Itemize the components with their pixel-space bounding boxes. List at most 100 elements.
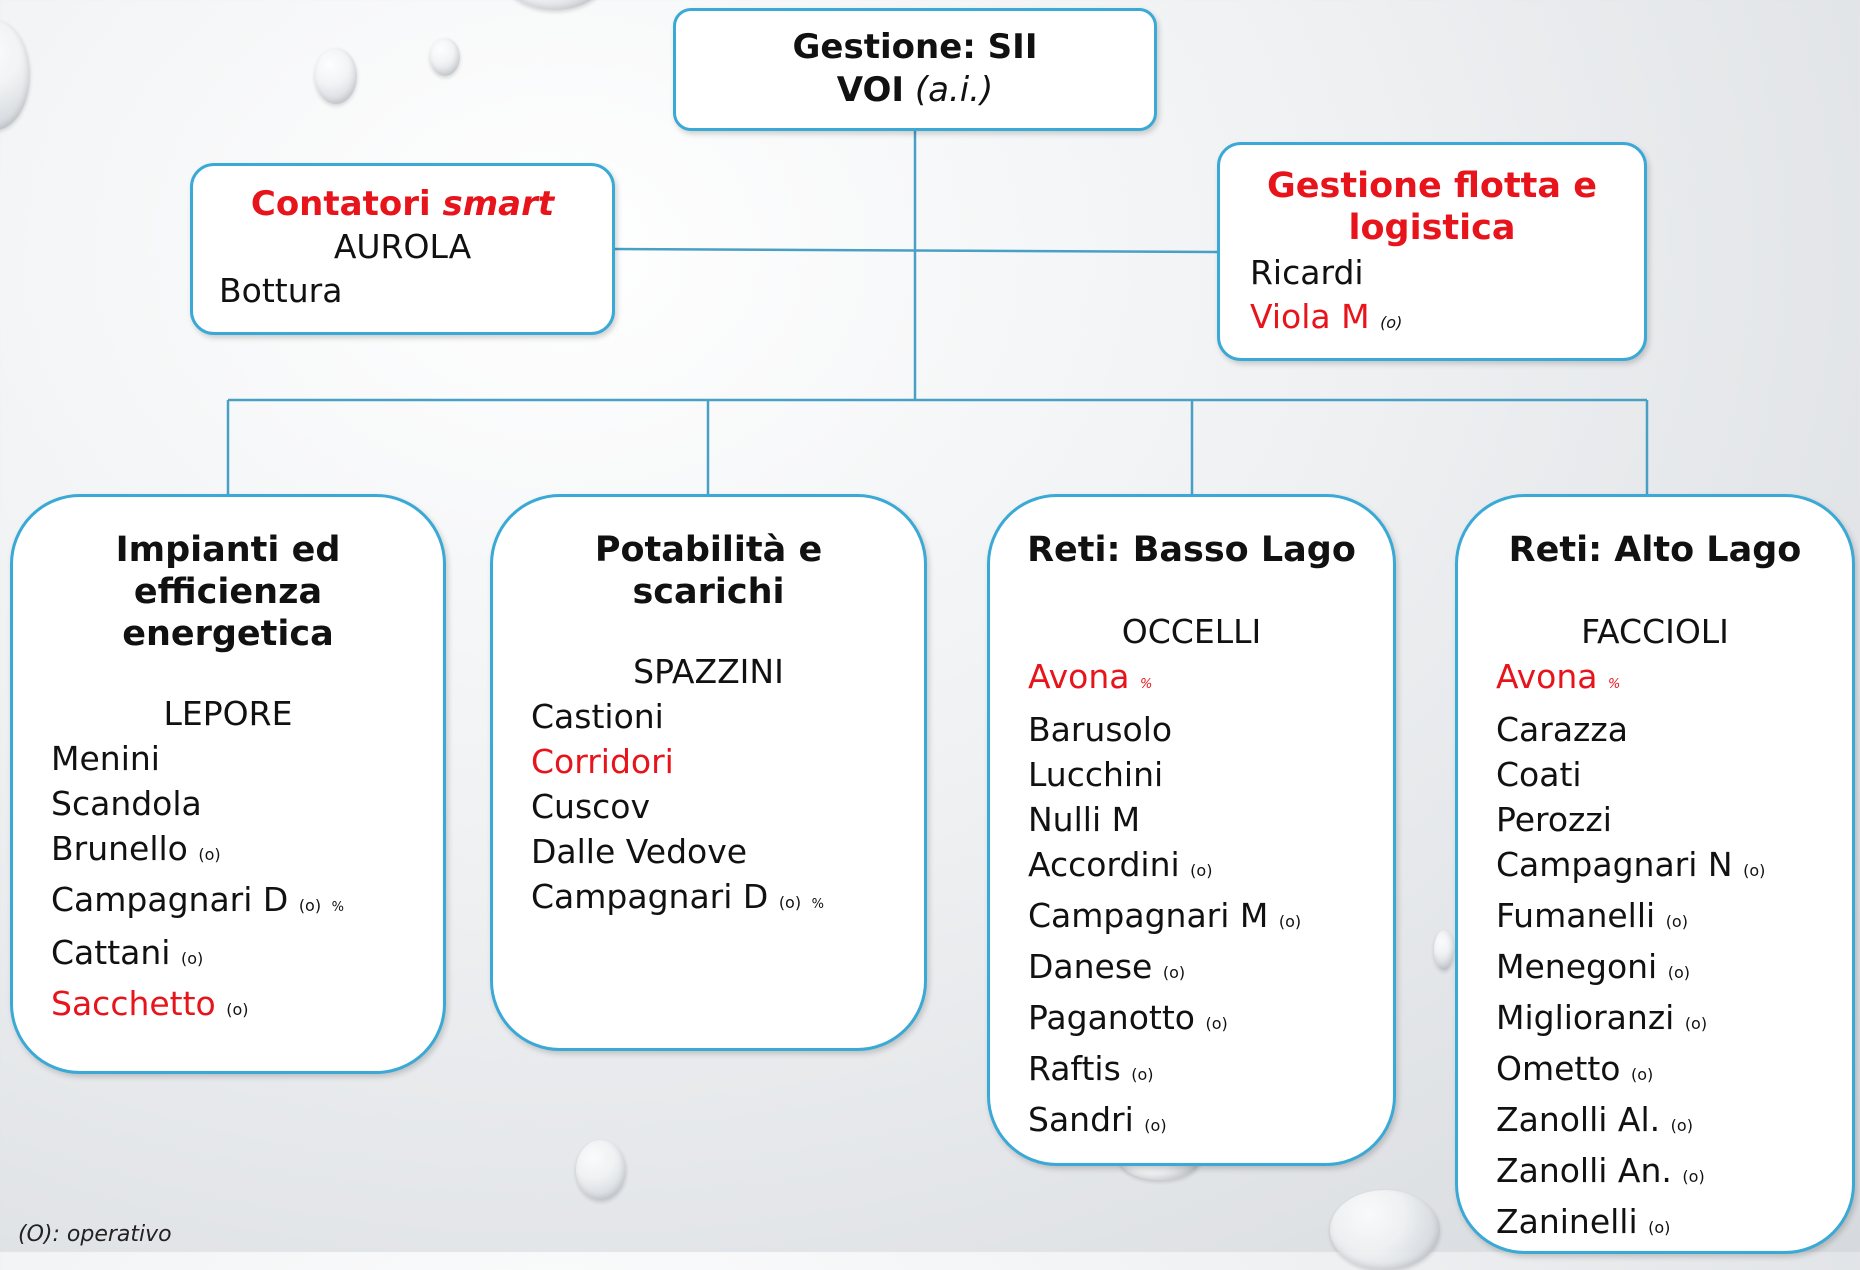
member-operative-note: (o) <box>226 1000 249 1019</box>
member-name: Paganotto <box>1028 998 1195 1037</box>
member-name: Nulli M <box>1028 800 1141 839</box>
department-member: Castioni <box>531 694 924 739</box>
department-member: Carazza <box>1496 707 1852 752</box>
department-member: Barusolo <box>1028 707 1393 752</box>
fleet-logistics-title: Gestione flotta e logistica <box>1267 166 1597 248</box>
member-name: Dalle Vedove <box>531 832 748 871</box>
member-name: Avona <box>1496 657 1598 696</box>
department-member: Cuscov <box>531 784 924 829</box>
fleet-member-name: Viola M <box>1250 297 1370 336</box>
member-operative-note: (o) <box>1684 1014 1708 1033</box>
department-member: Avona % <box>1496 654 1852 707</box>
smart-meters-box: Contatori smart AUROLA Bottura <box>190 163 615 335</box>
department-manager: LEPORE <box>163 694 293 733</box>
member-name: Zanolli An. <box>1496 1151 1672 1190</box>
department-member: Zanolli Al. (o) <box>1496 1097 1852 1148</box>
department-member: Brunello (o) <box>51 826 443 877</box>
department-member: Miglioranzi (o) <box>1496 995 1852 1046</box>
member-operative-note: (o) <box>1665 912 1688 931</box>
member-name: Cuscov <box>531 787 651 826</box>
member-operative-note: (o) <box>198 845 221 864</box>
member-name: Accordini <box>1028 845 1180 884</box>
department-member: Campagnari M (o) <box>1028 893 1393 944</box>
member-operative-note: (o) <box>1131 1065 1154 1084</box>
fleet-logistics-box: Gestione flotta e logistica Ricardi Viol… <box>1217 142 1647 361</box>
water-drop-decoration <box>500 0 610 10</box>
member-name: Sacchetto <box>51 984 216 1023</box>
member-name: Raftis <box>1028 1049 1121 1088</box>
member-name: Campagnari D <box>51 880 289 919</box>
member-name: Corridori <box>531 742 674 781</box>
member-name: Scandola <box>51 784 202 823</box>
member-name: Lucchini <box>1028 755 1164 794</box>
department-member: Corridori <box>531 739 924 784</box>
department-member: Cattani (o) <box>51 930 443 981</box>
member-operative-note: (o) <box>1162 963 1186 982</box>
root-name: VOI <box>836 69 905 110</box>
smart-meters-member: Bottura <box>219 270 343 310</box>
member-name: Coati <box>1496 755 1582 794</box>
department-title: Impianti ed efficienza energetica <box>115 530 341 654</box>
member-percent-mark: % <box>1608 677 1621 692</box>
member-operative-note: (o) <box>1631 1065 1654 1084</box>
department-member: Campagnari D (o) % <box>51 877 443 930</box>
member-name: Perozzi <box>1496 800 1612 839</box>
footnote-text: : operativo <box>52 1222 172 1247</box>
footnote-key: (O) <box>18 1222 53 1247</box>
member-name: Castioni <box>531 697 664 736</box>
member-operative-note: (o) <box>1205 1014 1228 1033</box>
root-box: Gestione: SII VOI (a.i.) <box>673 8 1157 131</box>
department-member: Campagnari N (o) <box>1496 842 1852 893</box>
department-member: Scandola <box>51 781 443 826</box>
member-name: Zanolli Al. <box>1496 1100 1661 1139</box>
smart-meters-manager: AUROLA <box>333 226 472 266</box>
department-title: Potabilità e scarichi <box>594 530 823 612</box>
smart-meters-title: Contatori <box>250 184 431 224</box>
smart-meters-title-italic: smart <box>442 184 555 224</box>
member-name: Menegoni <box>1496 947 1658 986</box>
fleet-member-name: Ricardi <box>1250 253 1364 292</box>
water-drop-decoration <box>1434 930 1454 970</box>
member-operative-note: (o) <box>1682 1167 1705 1186</box>
member-operative-note: (o) <box>1278 912 1302 931</box>
member-operative-note: (o) <box>1144 1116 1167 1135</box>
member-name: Zaninelli <box>1496 1202 1638 1241</box>
department-title: Reti: Basso Lago <box>1027 530 1356 570</box>
member-operative-note: (o) <box>1667 963 1690 982</box>
member-operative-note: (o) <box>1743 861 1766 880</box>
member-operative-note: (o) <box>298 896 322 915</box>
department-member: Paganotto (o) <box>1028 995 1393 1046</box>
department-member: Accordini (o) <box>1028 842 1393 893</box>
water-drop-decoration <box>576 1140 626 1200</box>
member-operative-note: (o) <box>1670 1116 1693 1135</box>
member-name: Miglioranzi <box>1496 998 1675 1037</box>
department-member: Lucchini <box>1028 752 1393 797</box>
department-member: Fumanelli (o) <box>1496 893 1852 944</box>
member-operative-note: (o) <box>1190 861 1213 880</box>
department-member: Raftis (o) <box>1028 1046 1393 1097</box>
member-name: Carazza <box>1496 710 1628 749</box>
member-percent-mark: % <box>1140 677 1153 692</box>
member-name: Campagnari M <box>1028 896 1269 935</box>
department-member: Menini <box>51 736 443 781</box>
member-name: Campagnari D <box>531 877 769 916</box>
fleet-member-note: (o) <box>1380 313 1403 332</box>
root-title: Gestione: SII <box>792 27 1038 67</box>
member-percent-mark: % <box>811 897 824 912</box>
department-manager: OCCELLI <box>1121 612 1262 651</box>
member-name: Sandri <box>1028 1100 1134 1139</box>
water-drop-decoration <box>315 48 357 104</box>
member-operative-note: (o) <box>180 949 204 968</box>
department-member: Perozzi <box>1496 797 1852 842</box>
department-member: Ometto (o) <box>1496 1046 1852 1097</box>
department-member: Campagnari D (o) % <box>531 874 924 927</box>
department-title: Reti: Alto Lago <box>1508 530 1802 570</box>
member-name: Campagnari N <box>1496 845 1733 884</box>
